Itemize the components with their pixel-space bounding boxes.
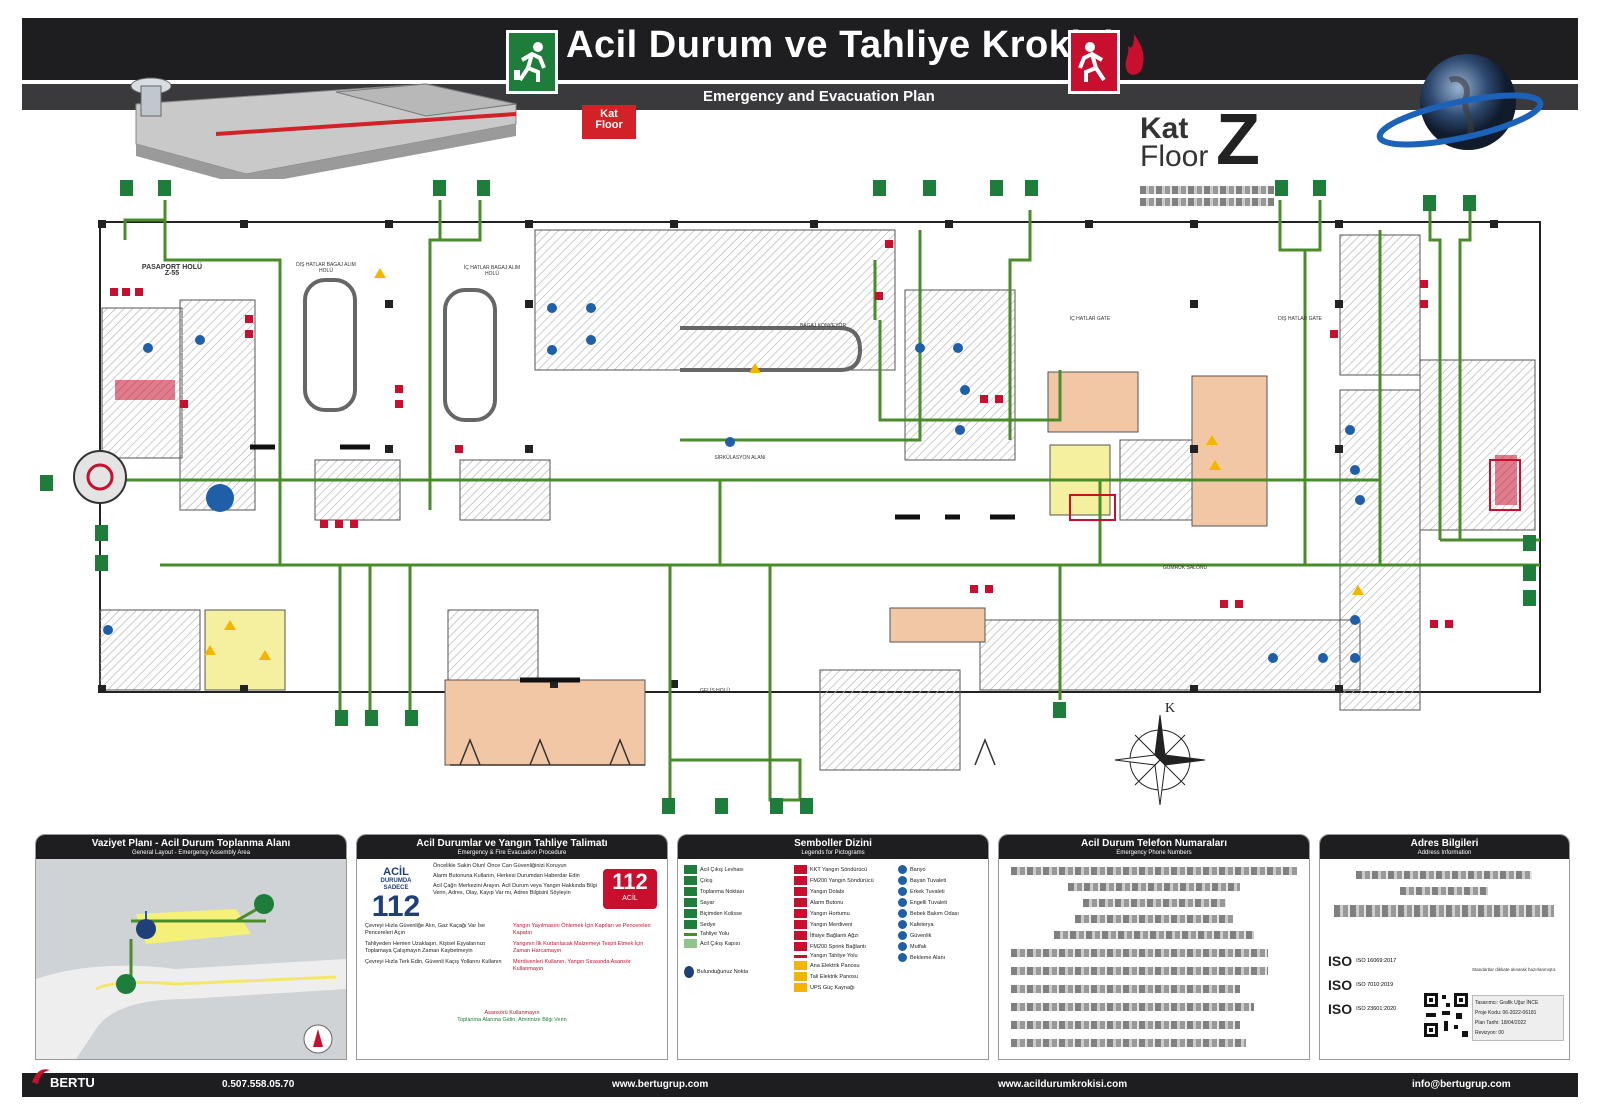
instruction-item: Merdivenleri Kullanın, Yangın Sırasında … — [513, 959, 631, 972]
footer-site-1[interactable]: www.bertugrup.com — [612, 1079, 709, 1090]
round-tower — [73, 450, 127, 504]
panel-site-plan-header: Vaziyet Planı - Acil Durum Toplanma Alan… — [36, 835, 346, 859]
room-ic-hatlar-gate: İÇ HATLAR GATE — [1069, 316, 1111, 322]
panel-instructions-header: Acil Durumlar ve Yangın Tahliye Talimatı… — [357, 835, 667, 859]
instruction-item: Alarm Butonuna Kullanın, Herkesi Durumda… — [433, 873, 580, 879]
footer-phone: 0.507.558.05.70 — [222, 1079, 295, 1090]
instruction-list-right: Yangın Yayılmasını Önlemek İçin Kapıları… — [513, 923, 659, 977]
room-orange-4 — [889, 607, 986, 643]
room-dis-hatlar-gate: DIŞ HATLAR GATE — [1278, 316, 1322, 322]
compass-rose: K — [1114, 701, 1206, 806]
exit-markers — [40, 180, 1536, 814]
symbol-col-1: Acil Çıkış Levhası Çıkış Toplanma Noktas… — [684, 865, 794, 980]
header-bar — [22, 18, 1578, 80]
instruction-item: Toplanma Alanına Gidin, Amirinize Bilgi … — [457, 1017, 567, 1023]
globe-logo-icon — [1376, 54, 1544, 150]
plan-note: Standartlar dikkate alınarak hazırlanmış… — [1472, 967, 1557, 972]
instruction-item: Tahliyeden Hemen Uzaklaşın, Kişisel Eşya… — [365, 941, 486, 954]
evacuation-routes — [110, 200, 1540, 802]
qr-code-icon — [1422, 991, 1470, 1039]
fire-exit-icon — [1068, 30, 1120, 94]
fire-equipment — [110, 240, 1517, 628]
instruction-item: Çevreyi Hızla Güvenliğe Alın, Gaz Kaçağı… — [365, 923, 486, 936]
instruction-list-left: Çevreyi Hızla Güvenliğe Alın, Gaz Kaçağı… — [365, 923, 509, 970]
instruction-item: Çevreyi Hızla Terk Edin, Güvenli Kaçış Y… — [365, 959, 502, 965]
bertu-logo: BERTU — [28, 1062, 108, 1092]
room-dis-hatlar-bagaj: DIŞ HATLAR BAGAJ ALIM HOLÜ — [296, 262, 356, 274]
room-yellow-2 — [204, 609, 286, 691]
symbol-col-3: Banyo Bayan Tuvaleti Erkek Tuvaleti Enge… — [898, 865, 986, 964]
page-title: Acil Durum ve Tahliye Krokisi — [566, 24, 1115, 66]
instruction-item: Öncelikle Sakin Olun! Önce Can Güvenliği… — [433, 863, 567, 869]
floor-plan: K — [40, 180, 1541, 814]
page-subtitle: Emergency and Evacuation Plan — [703, 88, 935, 105]
room-gelis-holu: GELİŞ HOLÜ — [699, 688, 730, 694]
phone-list-blurred — [1011, 867, 1297, 1047]
footer-email[interactable]: info@bertugrup.com — [1412, 1079, 1511, 1090]
instruction-list-top: Öncelikle Sakin Olun! Önce Can Güvenliği… — [433, 863, 599, 897]
room-bagaj-konveyor: BAGAJ KONVEYÖR — [799, 323, 847, 329]
svg-text:BERTU: BERTU — [50, 1075, 95, 1090]
footer-site-2[interactable]: www.acildurumkrokisi.com — [998, 1079, 1128, 1090]
flame-icon — [1125, 34, 1144, 75]
room-sirkulasyon: SİRKÜLASYON ALANI — [714, 455, 766, 461]
instruction-item: Yangın Yayılmasını Önlemek İçin Kapıları… — [513, 923, 651, 936]
instruction-item: Yangının İlk Kurtarılacak Malzemeyi Tesp… — [513, 941, 644, 954]
panel-site-plan: Vaziyet Planı - Acil Durum Toplanma Alan… — [35, 834, 347, 1060]
instruction-list-bottom: Asansörü Kullanmayın Toplanma Alanına Gi… — [417, 1010, 607, 1024]
emergency-112-box: 112 ACİL — [603, 869, 657, 909]
logo-blurred-text — [1140, 186, 1274, 206]
site-plan-map — [36, 859, 346, 1059]
warning-triangles — [204, 268, 1364, 660]
building-illustration — [130, 77, 517, 179]
plan-info-box: Tasarımcı: Grafik Uğur İNCE Proje Kodu: … — [1472, 995, 1564, 1041]
facility-icons — [103, 303, 1365, 663]
svg-text:K: K — [1165, 701, 1175, 716]
exit-running-man-icon — [506, 30, 558, 94]
footer-bar — [22, 1073, 1578, 1097]
room-ic-hatlar-bagaj: İÇ HATLAR BAGAJ ALIM HOLÜ — [463, 265, 521, 277]
room-orange-2 — [1191, 375, 1268, 527]
room-orange-1 — [1047, 371, 1139, 433]
instruction-item: Acil Çağrı Merkezini Arayın. Acil Durum … — [433, 883, 597, 896]
room-gumruk: GÜMRÜK SALONU — [1162, 565, 1208, 571]
emergency-number-block: ACİL DURUMDA SADECE 112 — [371, 866, 421, 923]
katfloorz-logo: Kat Floor Z — [1140, 100, 1260, 180]
instruction-item: Asansörü Kullanmayın — [484, 1010, 540, 1016]
symbol-col-2: KKT Yangın Söndürücü FM200 Yangın Söndür… — [794, 865, 894, 994]
panel-instructions: Acil Durumlar ve Yangın Tahliye Talimatı… — [356, 834, 668, 1060]
address-blurred — [1334, 871, 1554, 917]
